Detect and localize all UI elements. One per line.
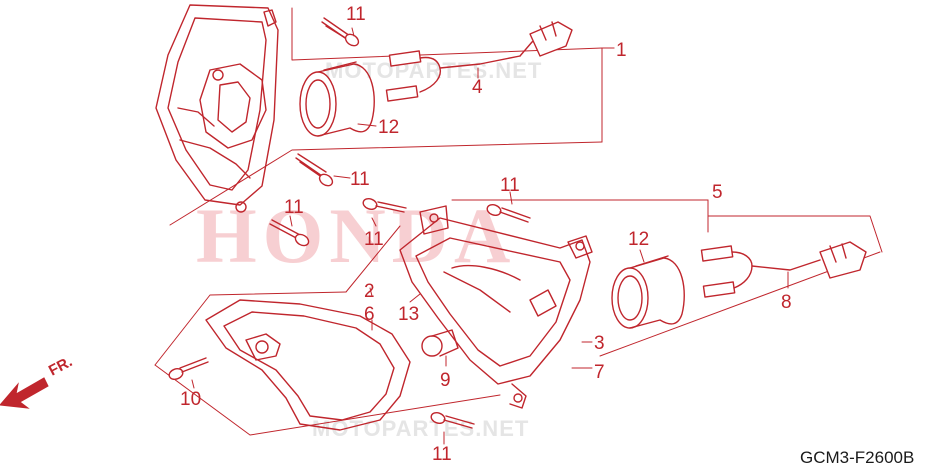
callout-12-b: 12	[628, 229, 649, 250]
screw-upper-top	[321, 17, 360, 47]
honda-watermark: HONDA	[196, 192, 516, 279]
socket-cup-upper	[299, 61, 375, 137]
callout-11-d: 11	[364, 229, 384, 250]
lens-lower	[205, 299, 411, 431]
housing-lower	[399, 205, 593, 409]
site-watermark-top: MOTOPARTES.NET	[325, 58, 542, 83]
callout-10: 10	[180, 389, 201, 410]
callout-11-f: 11	[432, 444, 452, 465]
wire-harness-lower	[700, 241, 867, 298]
callout-8: 8	[781, 292, 792, 313]
diagram-code: GCM3-F2600B	[800, 448, 914, 467]
bulb	[421, 329, 459, 357]
rear-combination-light-assembly-upper	[155, 4, 615, 226]
callout-11-a: 11	[346, 4, 366, 25]
callout-6: 6	[364, 304, 375, 325]
screw-lower-mid	[486, 204, 531, 223]
wire-harness-upper	[385, 21, 573, 102]
callout-2: 2	[364, 281, 375, 302]
callout-4: 4	[472, 77, 483, 98]
callout-13: 13	[398, 304, 419, 325]
callout-9: 9	[440, 370, 451, 391]
callout-12-a: 12	[378, 117, 399, 138]
screw-upper-bottom	[295, 153, 334, 187]
screw-lower-bottom	[430, 412, 475, 429]
callout-3: 3	[594, 333, 605, 354]
callout-11-c: 11	[284, 197, 304, 218]
callout-11-e: 11	[500, 175, 520, 196]
callout-5: 5	[712, 182, 723, 203]
screw-lower-left-1	[269, 219, 310, 247]
socket-cup-lower	[611, 255, 685, 329]
leader-lines	[191, 27, 789, 445]
callout-7: 7	[594, 362, 605, 383]
screw-item-10	[168, 357, 209, 380]
screw-lower-left-2	[362, 198, 407, 213]
front-direction-label: FR.	[46, 353, 75, 379]
callout-11-b: 11	[350, 169, 370, 190]
front-direction-arrow: FR.	[0, 353, 75, 409]
callout-1: 1	[616, 40, 627, 61]
